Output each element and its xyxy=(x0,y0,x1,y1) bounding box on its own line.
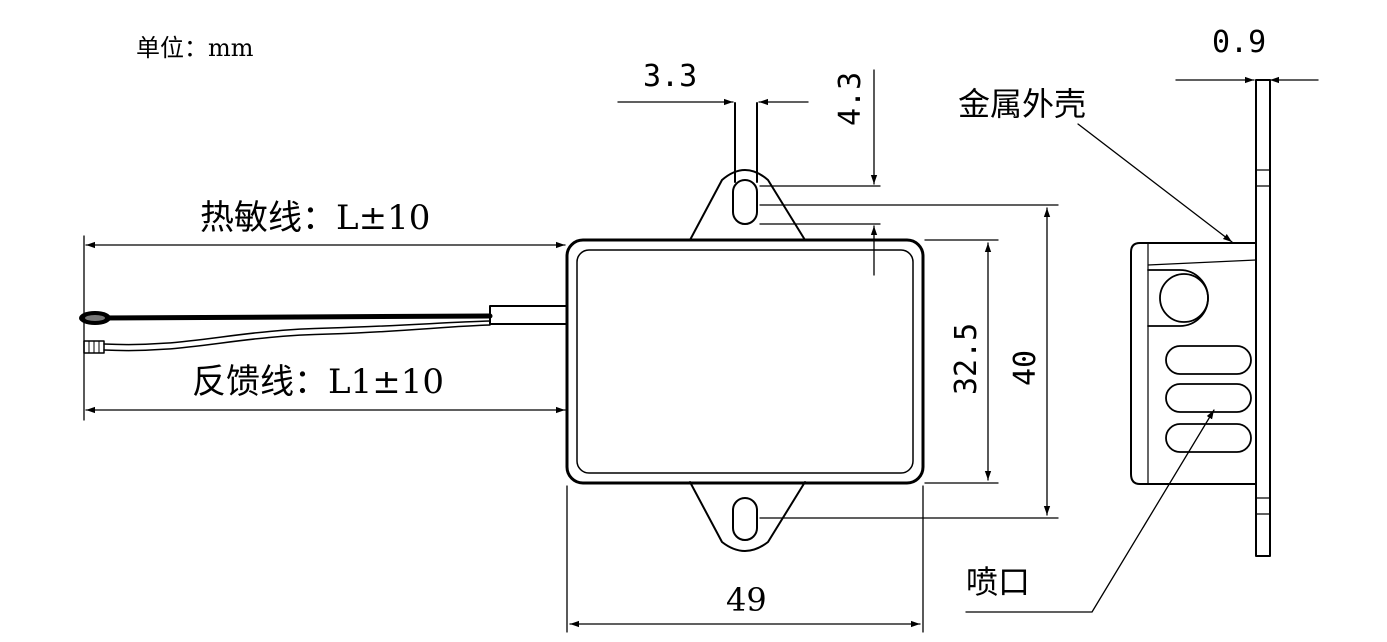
front-view xyxy=(565,102,925,552)
thermal-wire xyxy=(93,313,493,321)
nozzle-label: 喷口 xyxy=(966,563,1030,601)
mounting-plate xyxy=(1255,79,1271,557)
total-height-value: 40 xyxy=(1008,350,1043,386)
side-body xyxy=(1130,242,1257,485)
feedback-connector-pins xyxy=(88,340,100,354)
total-height-extensions xyxy=(759,204,1059,519)
body-width-extensions xyxy=(566,485,924,633)
body-height-extensions xyxy=(924,239,999,484)
main-body xyxy=(565,238,925,485)
nozzle-leader xyxy=(965,409,1215,613)
side-view: 金属外壳 喷口 xyxy=(958,79,1271,613)
bottom-mounting-slot xyxy=(732,497,758,541)
metal-shell-label: 金属外壳 xyxy=(958,85,1086,123)
mounting-plate-marks xyxy=(1255,169,1271,515)
strain-relief xyxy=(489,305,568,325)
ear-offset-extensions xyxy=(759,185,881,225)
feedback-wire xyxy=(103,320,491,346)
top-mounting-ear xyxy=(689,169,806,241)
shell-thickness-value: 0.9 xyxy=(1212,25,1266,60)
sensor-wire-label: 热敏线：L±10 xyxy=(200,198,430,238)
ear-offset-value: 4.3 xyxy=(833,72,868,126)
main-body-inner xyxy=(576,249,914,474)
metal-shell-leader xyxy=(1077,123,1233,243)
feedback-wire-edge xyxy=(103,324,491,352)
dimensions: 热敏线：L±10 反馈线：L1±10 3.3 4.3 32.5 40 49 0.… xyxy=(83,25,1319,633)
side-body-top-edge xyxy=(1147,259,1257,266)
top-lead-wire xyxy=(734,102,758,183)
side-round-hole xyxy=(1159,273,1209,323)
vent-slot-2 xyxy=(1165,383,1252,413)
thermal-probe-shine xyxy=(85,315,105,321)
vent-slot-3 xyxy=(1165,423,1252,453)
wires xyxy=(79,305,568,354)
body-height-value: 32.5 xyxy=(949,323,984,395)
body-width-value: 49 xyxy=(726,581,767,619)
unit-label: 单位：mm xyxy=(136,34,254,62)
feedback-wire-label: 反馈线：L1±10 xyxy=(192,362,444,402)
bottom-mounting-ear xyxy=(689,481,806,552)
wire-width-value: 3.3 xyxy=(643,59,697,94)
vent-slot-1 xyxy=(1165,345,1252,375)
top-mounting-slot xyxy=(732,179,758,225)
